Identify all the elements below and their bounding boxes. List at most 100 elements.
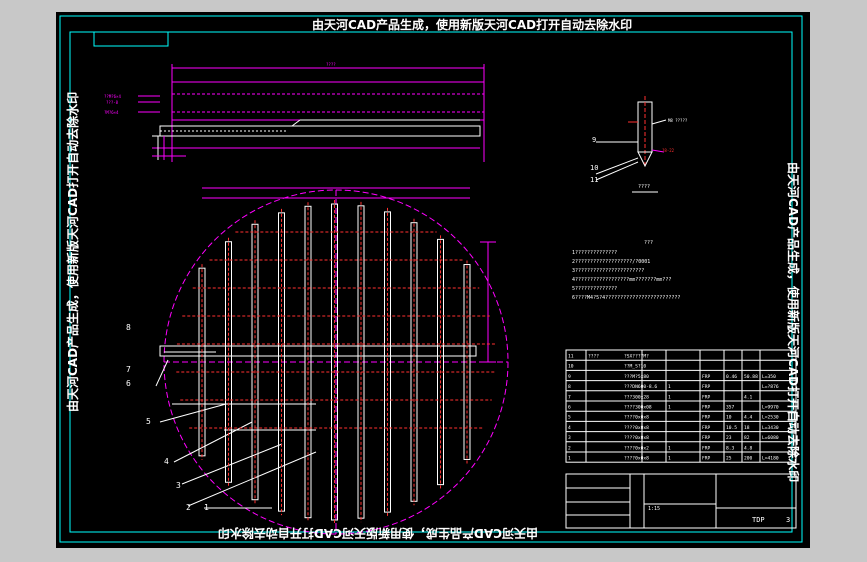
note-line: 1??????????????: [572, 250, 617, 256]
bom-cell: ?SX????M?: [624, 354, 649, 360]
svg-text:M8 ?????: M8 ?????: [668, 118, 688, 123]
drawing-canvas[interactable]: ???? ??M?6×4 ???-8 ?M?6×4 ??? 1????: [56, 12, 810, 548]
note-line: 3???????????????????????: [572, 268, 644, 274]
callout-6: 6: [126, 379, 131, 388]
bom-cell: 1: [568, 456, 571, 462]
callout-1: 1: [204, 503, 209, 512]
bom-cell: 3: [568, 435, 571, 441]
bom-cell: 1: [668, 445, 671, 451]
bom-cell: 4: [568, 425, 571, 431]
note-line: 4??????????????????mm???????mm???: [572, 277, 671, 283]
bom-cell: 23: [726, 435, 732, 441]
bom-cell: 7: [568, 394, 571, 400]
bom-cell: 25: [726, 456, 732, 462]
callout-7: 7: [126, 365, 131, 374]
main-beam: [159, 345, 477, 357]
bom-cell: 6: [568, 405, 571, 411]
detail-caption: ????: [638, 184, 650, 190]
svg-text:?8-22: ?8-22: [662, 148, 675, 153]
bom-cell: ???M?5x80: [624, 374, 649, 380]
bom-cell: FRP: [702, 374, 711, 380]
stamp-box: [93, 31, 169, 47]
detail-callout-9: 9: [592, 136, 596, 144]
bom-cell: 4.8: [744, 445, 753, 451]
callout-4: 4: [164, 457, 169, 466]
grid-bar: [251, 223, 259, 501]
bom-cell: 1: [668, 394, 671, 400]
watermark-left: 由天河CAD产品生成，使用新版天河CAD打开自动去除水印: [66, 91, 80, 412]
inner-frame: [69, 31, 793, 533]
bom-cell: ???300x28: [624, 394, 649, 400]
note-line: 5??????????????: [572, 286, 617, 292]
bom-cell: L=4180: [762, 456, 779, 462]
title-sheet: 3: [786, 516, 790, 524]
watermark-top: 由天河CAD产品生成，使用新版天河CAD打开自动去除水印: [312, 18, 633, 32]
bom-cell: 82: [744, 435, 750, 441]
bom-cell: 8.3: [726, 445, 735, 451]
plan-grid: [176, 200, 496, 524]
callout-8: 8: [126, 323, 131, 332]
bom-cell: 8: [568, 384, 571, 390]
callout-2: 2: [186, 503, 191, 512]
bom-cell: ????0x0x8: [624, 415, 649, 421]
plan-view: 8 7 6 5 4 3 2 1: [126, 187, 509, 535]
outer-frame: [59, 15, 803, 543]
detail-callout-10: 10: [590, 164, 598, 172]
bom-cell: L=2530: [762, 415, 779, 421]
notes-block: ??? 1?????????????? 2???????????????????…: [572, 240, 680, 301]
watermark-right: 由天河CAD产品生成，使用新版天河CAD打开自动去除水印: [786, 162, 800, 483]
note-line: 6????M4?5?4?????????????????????????: [572, 295, 680, 301]
bom-cell: FRP: [702, 394, 711, 400]
bom-cell: FRP: [702, 405, 711, 411]
bom-cell: 10.5: [726, 425, 737, 431]
bom-cell: L=350: [762, 374, 776, 380]
bom-cell: 1: [668, 405, 671, 411]
bom-cell: ????300x08: [624, 405, 652, 411]
detail-view: M8 ????? ?8-22 9 10 11 ????: [590, 96, 688, 193]
watermark-bottom: 由天河CAD产品生成，使用新版天河CAD打开自动去除水印: [217, 526, 538, 540]
bom-cell: 5: [568, 415, 571, 421]
notes-title: ???: [644, 240, 653, 246]
note-line: 2???????????????????/?0001: [572, 259, 650, 265]
bom-cell: 0.46: [726, 374, 737, 380]
bom-cell: FRP: [702, 384, 711, 390]
grid-bar: [463, 264, 471, 460]
bom-cell: ??M_S?10: [624, 364, 646, 370]
bom-cell: 200: [744, 456, 753, 462]
bom-cell: ????0x0x8: [624, 435, 649, 441]
bom-cell: 11: [568, 354, 574, 360]
bom-cell: 18: [744, 425, 750, 431]
bom-cell: FRP: [702, 445, 711, 451]
bom-cell: L=9970: [762, 405, 779, 411]
cad-drawing: ???? ??M?6×4 ???-8 ?M?6×4 ??? 1????: [59, 15, 803, 543]
bom-cell: 1: [668, 384, 671, 390]
grid-bar: [437, 238, 444, 486]
bom-cell: ????: [588, 354, 599, 360]
bom-cell: 357: [726, 405, 735, 411]
bom-cell: 4.1: [744, 394, 753, 400]
bom-cell: L=3430: [762, 425, 779, 431]
bom-cell: 1: [668, 456, 671, 462]
grid-bar: [384, 211, 391, 513]
bom-cell: ????0x0x2: [624, 445, 649, 451]
title-scale: 1:15: [648, 506, 660, 512]
svg-text:??M?6×4: ??M?6×4: [104, 94, 121, 99]
bom-cell: FRP: [702, 435, 711, 441]
svg-text:????: ????: [326, 62, 336, 67]
bom-cell: FRP: [702, 456, 711, 462]
title-drawing-no: TDP: [752, 516, 765, 524]
grid-bar: [225, 241, 232, 483]
grid-bar: [331, 203, 338, 521]
detail-callout-11: 11: [590, 176, 598, 184]
svg-text:?M?6×4: ?M?6×4: [104, 110, 119, 115]
bom-cell: 10: [568, 364, 574, 370]
elevation-view: ???? ??M?6×4 ???-8 ?M?6×4: [104, 62, 485, 162]
callout-5: 5: [146, 417, 151, 426]
bom-cell: ????0x0x8: [624, 456, 649, 462]
bom-cell: 9: [568, 374, 571, 380]
bom-cell: FRP: [702, 415, 711, 421]
title-block: 1:15 TDP 3: [565, 473, 797, 529]
bom-cell: ????0x0x8: [624, 425, 649, 431]
bom-cell: FRP: [702, 425, 711, 431]
